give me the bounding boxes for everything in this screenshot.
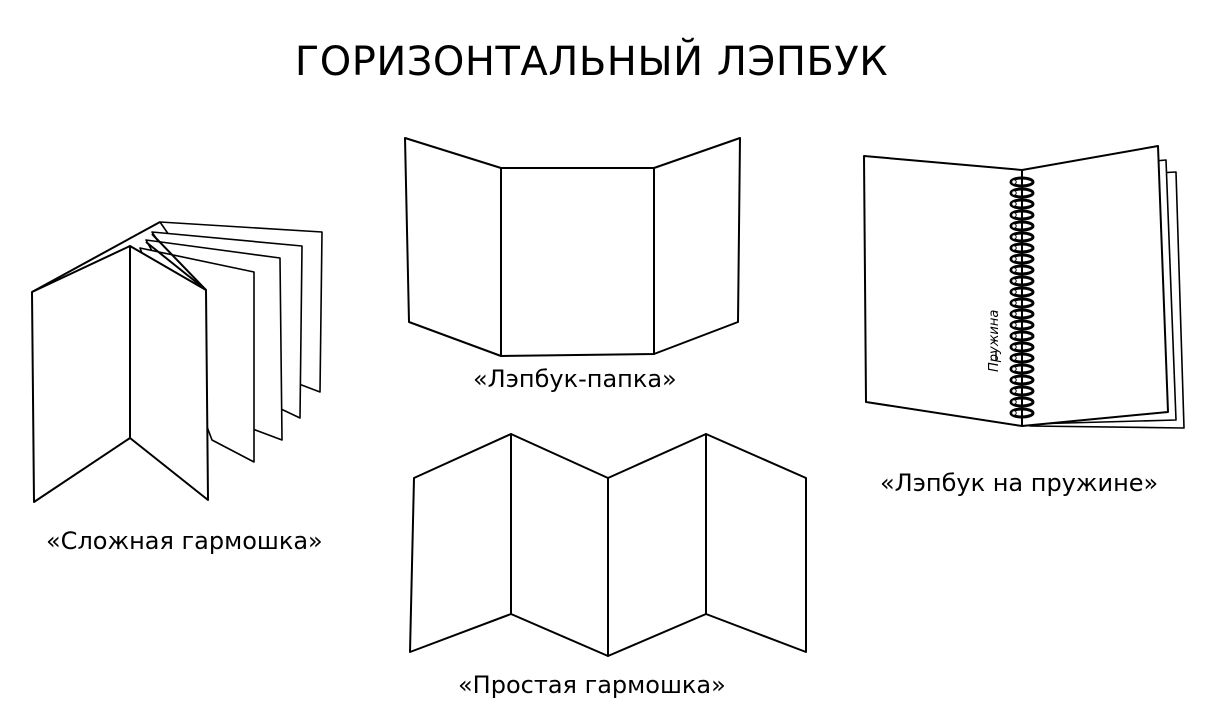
complex-accordion-left-panel: [31, 245, 131, 503]
spring-coil: [1009, 385, 1035, 397]
spring-hole: [1011, 410, 1017, 416]
spring-coil: [1009, 264, 1035, 276]
simple-accordion-panel-1: [409, 433, 512, 653]
spring-coil: [1009, 198, 1035, 210]
spring-hole: [1011, 278, 1017, 284]
spring-hole: [1011, 377, 1017, 383]
spring-coil: [1009, 286, 1035, 298]
complex-accordion-top-line-3: [145, 241, 207, 291]
spring-hole: [1011, 344, 1017, 350]
spring-hole: [1011, 355, 1017, 361]
folder-left-panel: [404, 137, 502, 357]
complex-accordion-right-panel: [129, 245, 209, 501]
spring-coil: [1009, 297, 1035, 309]
spring-lapbook-illustration: Пружина: [863, 145, 1185, 429]
spring-hole: [1011, 300, 1017, 306]
folder-illustration: [404, 137, 741, 357]
spring-hole: [1011, 333, 1017, 339]
spring-hole: [1011, 366, 1017, 372]
spring-coil: [1009, 253, 1035, 265]
complex-accordion-illustration: [31, 221, 323, 503]
page-title: ГОРИЗОНТАЛЬНЫЙ ЛЭПБУК: [294, 39, 889, 85]
simple-accordion-panel-2: [510, 433, 609, 657]
spring-hole: [1011, 212, 1017, 218]
spring-coil-binding: [1009, 176, 1035, 419]
spring-hole: [1011, 311, 1017, 317]
spring-coil: [1009, 396, 1035, 408]
spring-coil: [1009, 275, 1035, 287]
spring-coil: [1009, 330, 1035, 342]
spring-coil: [1009, 363, 1035, 375]
spring-hole: [1011, 322, 1017, 328]
spring-hole: [1011, 388, 1017, 394]
spring-coil: [1009, 341, 1035, 353]
caption-complex-accordion: «Сложная гармошка»: [46, 527, 323, 555]
spring-hole: [1011, 234, 1017, 240]
complex-accordion-top-line-1: [31, 221, 161, 293]
spring-coil: [1009, 187, 1035, 199]
spring-coil: [1009, 352, 1035, 364]
folder-center-panel: [500, 167, 655, 357]
spring-coil: [1009, 407, 1035, 419]
spring-hole: [1011, 267, 1017, 273]
spring-hole: [1011, 223, 1017, 229]
spring-coil: [1009, 220, 1035, 232]
simple-accordion-illustration: [409, 433, 807, 657]
spring-coil: [1009, 319, 1035, 331]
spring-label: Пружина: [987, 310, 1002, 372]
spring-hole: [1011, 190, 1017, 196]
spring-coil: [1009, 176, 1035, 188]
spring-coil: [1009, 242, 1035, 254]
spring-hole: [1011, 289, 1017, 295]
spring-hole: [1011, 245, 1017, 251]
folder-right-panel: [653, 137, 741, 355]
spring-hole: [1011, 179, 1017, 185]
spring-hole: [1011, 256, 1017, 262]
caption-folder: «Лэпбук-папка»: [473, 365, 677, 393]
spring-coil: [1009, 231, 1035, 243]
simple-accordion-panel-3: [607, 433, 707, 657]
simple-accordion-panel-4: [705, 433, 807, 653]
spring-coil: [1009, 209, 1035, 221]
spring-left-page: [863, 155, 1023, 427]
complex-accordion-top-line-2: [151, 233, 207, 291]
caption-spring: «Лэпбук на пружине»: [880, 469, 1159, 497]
spring-hole: [1011, 201, 1017, 207]
spring-coil: [1009, 308, 1035, 320]
spring-coil: [1009, 374, 1035, 386]
caption-simple-accordion: «Простая гармошка»: [458, 671, 726, 699]
spring-hole: [1011, 399, 1017, 405]
spring-right-page: [1021, 145, 1169, 427]
